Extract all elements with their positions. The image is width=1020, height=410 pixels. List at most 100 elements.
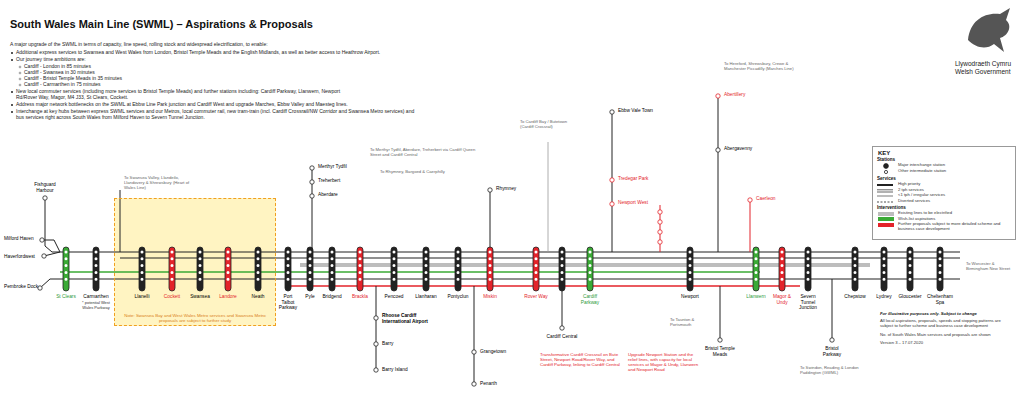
station-name: Bristol Parkway [817,346,847,357]
station-name: Pencoed [382,294,406,300]
intro-text: Address major network bottlenecks on the… [16,102,476,108]
station-name: Carmarthen [81,294,111,300]
proposed-station-dots [610,94,752,244]
key-heading: Stations [877,157,1007,162]
legend-text: High priority [898,182,1012,187]
station-name: Pontyclun [446,294,470,300]
station-name: Fishguard Harbour [27,182,63,193]
destination-callout: To Swindon, Reading & London Paddington … [800,366,864,376]
proposed-station-name: Caerleon [756,196,786,202]
logo-text: Welsh Government [955,68,1017,75]
station-name: Penarth [480,381,510,387]
station-name: Severn Tunnel Junction [797,294,819,311]
legend-text: Major interchange station [898,163,1012,168]
study-area-box: Note: Swansea Bay and West Wales Metro s… [114,198,276,326]
station-name: Ebbw Vale Town [618,108,662,114]
station-name: Llanelli [130,294,154,300]
station-name: Chepstow [842,294,868,300]
legend-text: 2 tph services [898,188,1012,193]
station-stacks [63,247,943,291]
key-note: Version 3 – 17.07.2020 [880,341,1010,346]
station-name: Cheltenham Spa [925,294,955,305]
station-name: Bridgend [320,294,344,300]
intro-text: Cardiff - Swansea in 30 minutes [24,70,324,76]
station-name: Gloucester [897,294,923,300]
station-dots [38,110,834,386]
destination-callout: To Hereford, Shrewsbury, Crewe & Manches… [724,62,796,72]
key-note: No. of South Wales Main services and pro… [880,333,1010,338]
intro-text: New local commuter services (including m… [16,89,346,101]
proposed-station-name: Miskin [481,294,499,300]
destination-callout: To Merthyr Tydfil, Aberdare, Treherbert … [370,148,480,158]
proposed-station-name: Abertillery [724,92,764,98]
station-name: Barry Island [382,367,422,373]
station-name: Rhoose Cardiff International Airport [382,313,434,324]
destination-callout: To Cardiff Bay / Butetown (Cardiff Cross… [520,120,580,130]
intro-text: A major upgrade of the SWML in terms of … [10,42,470,48]
station-name: Cardiff Central [544,334,580,340]
key-note: For illustrative purposes only. Subject … [880,312,1010,317]
logo-text: Llywodraeth Cymru [955,60,1017,67]
intro-text: Additional express services to Swansea a… [16,50,476,56]
proposed-station-name: Landore [216,294,240,300]
station-name: Aberdare [318,192,358,198]
station-name: Pembroke Dock [4,284,40,290]
station-name: Bristol Temple Meads [703,346,737,357]
proposal-note: Transformative Cardiff Crossrail on Bute… [540,352,620,367]
key-heading: KEY [878,150,1015,157]
station-name: Newport [678,294,702,300]
proposal-note: Upgrade Newport Station and the relief l… [628,352,700,372]
station-name: Llanharan [413,294,439,300]
new-station-name: Cardiff Parkway [575,294,605,305]
legend-sample [876,163,896,169]
proposed-station-name: Rover Way [523,294,549,300]
proposed-station-name: Tredegar Park [618,176,662,182]
legend-text: Diverted services [898,199,1012,204]
proposed-station-name: Cockett [160,294,184,300]
station-name: Port Talbot Parkway [277,294,299,311]
area-note: Note: Swansea Bay and West Wales Metro s… [119,313,271,323]
station-name: Merthyr Tydfil [318,164,358,170]
legend-swatch [878,223,894,227]
station-name: Rhymney [496,186,536,192]
new-station-name: Llanwern [744,294,768,300]
destination-callout: To Swansea Valley, Llandeilo, Llandovery… [124,176,194,190]
station-name: Treherbert [318,178,358,184]
station-note: * potential West Wales Parkway [81,301,111,310]
key-heading: Services [877,176,1007,181]
station-name: Barry [382,341,412,347]
legend-text: Further proposals subject to more detail… [898,222,1012,232]
intro-text: Interchange at key hubs between express … [16,109,416,121]
dragon-logo [968,8,1010,52]
key-note: All local aspirations, proposals, speeds… [880,319,1010,329]
legend-sample [876,182,896,188]
legend-sample [876,188,896,194]
legend-text: Wish-list aspirations [898,217,1012,222]
key-heading: Interventions [877,205,1007,210]
station-name: Swansea [188,294,212,300]
legend-sample [876,199,896,205]
station-name: Milford Haven [4,236,38,242]
legend-text: Existing lines to be electrified [898,211,1012,216]
destination-callout: To Taunton & Portsmouth [670,318,714,328]
intro-text: Cardiff - Carmarthen in 75 minutes [24,82,324,88]
intro-text: Our journey time ambitions are: [16,57,316,63]
destination-callout: To Worcester & Birmingham New Street [966,262,1016,272]
station-name: Grangetown [480,349,516,355]
station-name: Pyle [303,294,317,300]
diagram-title: South Wales Main Line (SWML) – Aspiratio… [10,18,313,31]
study-area-fill [114,198,276,326]
legend-sample [876,193,896,199]
new-station-name: St Clears [54,294,78,300]
station-name: Abergavenny [724,146,764,152]
proposed-station-name: Newport West [618,200,658,206]
intro-text: Cardiff - Bristol Temple Meads in 35 min… [24,76,324,82]
station-name: Lydney [873,294,895,300]
proposed-station-name: Magor & Undy [771,294,793,305]
tracks [40,96,960,384]
legend-text: Other intermediate station [898,169,1012,174]
station-name: Haverfordwest [4,254,40,260]
legend-swatch [878,212,894,216]
legend-swatch [878,217,894,221]
